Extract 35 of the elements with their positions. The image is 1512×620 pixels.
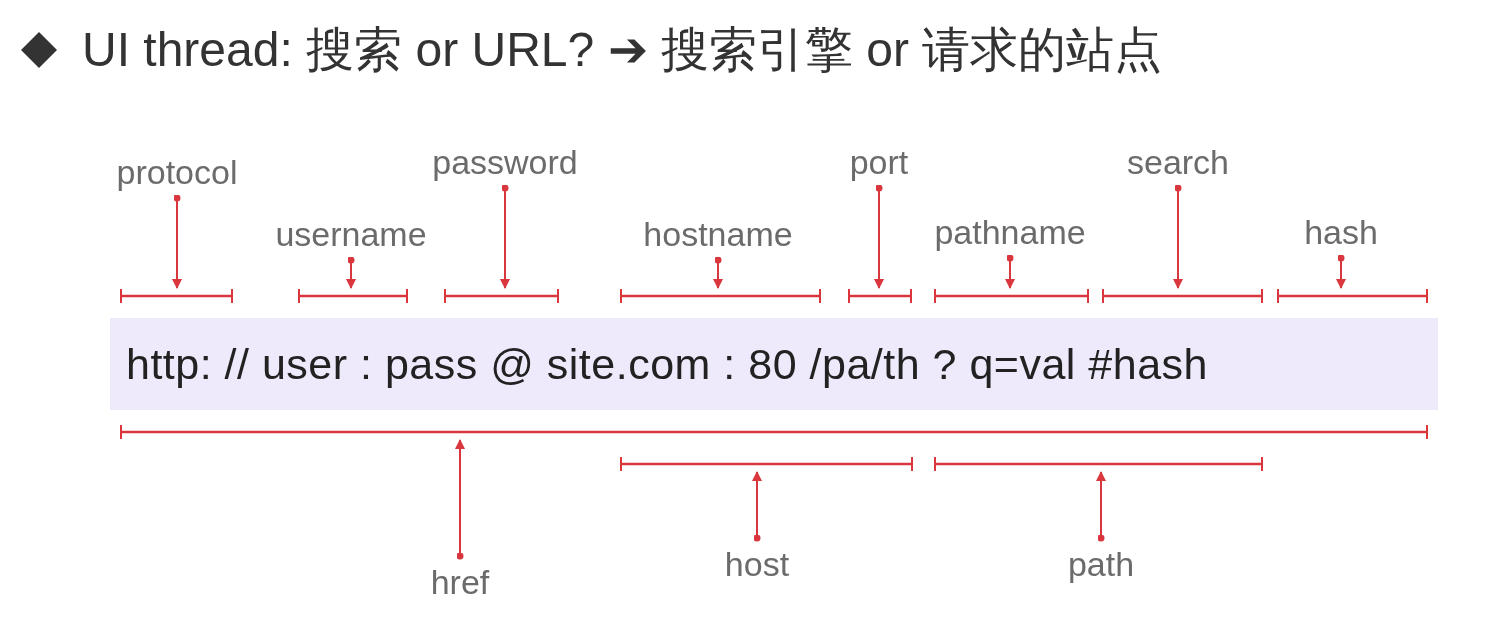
field-label: username (275, 214, 427, 254)
arrow (1096, 471, 1106, 542)
arrow (874, 184, 884, 289)
field-label: port (849, 142, 909, 182)
arrow (172, 194, 182, 289)
field-label: hostname (643, 214, 793, 254)
range-bracket (120, 288, 233, 304)
range-bracket (934, 288, 1089, 304)
field-label: href (430, 562, 490, 602)
arrow (500, 184, 510, 289)
range-bracket (120, 424, 1428, 440)
range-bracket (444, 288, 559, 304)
range-bracket (620, 288, 821, 304)
range-bracket (620, 456, 913, 472)
field-label: path (1067, 544, 1135, 584)
arrow (455, 439, 465, 560)
arrow (346, 256, 356, 289)
range-bracket (1277, 288, 1428, 304)
field-label: hash (1304, 212, 1378, 252)
slide-title: UI thread: 搜索 or URL? ➔ 搜索引擎 or 请求的站点 (82, 22, 1163, 78)
arrow (1173, 184, 1183, 289)
field-label: pathname (934, 212, 1086, 252)
range-bracket (298, 288, 408, 304)
field-label: host (724, 544, 790, 584)
arrow (1005, 254, 1015, 289)
range-bracket (848, 288, 912, 304)
arrow (752, 471, 762, 542)
arrow (713, 256, 723, 289)
field-label: password (432, 142, 578, 182)
arrow (1336, 254, 1346, 289)
range-bracket (1102, 288, 1263, 304)
field-label: protocol (116, 152, 238, 192)
range-bracket (934, 456, 1263, 472)
field-label: search (1126, 142, 1230, 182)
url-band: http: // user : pass @ site.com : 80 /pa/th ? q=val #hash (110, 318, 1438, 410)
